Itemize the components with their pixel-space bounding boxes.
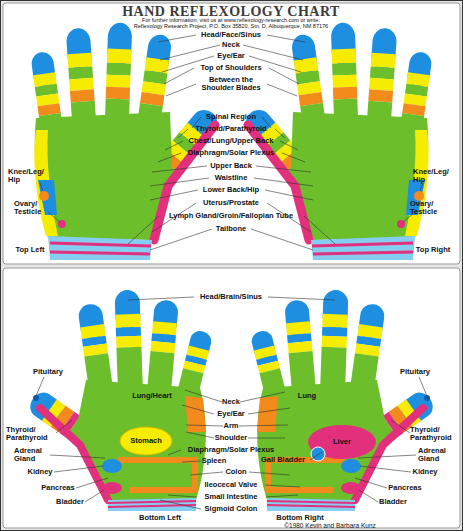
region-label: Chest/Lung/Upper Back [188,137,273,145]
region-label: Spinal Region [206,113,256,121]
hand-palm-mirror [250,290,438,511]
region-label: Eye/Ear [217,52,245,60]
region-label: Top Left [15,246,44,254]
region-label: Thyroid/Parathyroid [195,125,266,133]
region-label: Gall Bladder [261,456,305,464]
index-finger [77,303,113,394]
lymph-band [50,243,151,254]
region-label: Tailbone [216,225,246,233]
leader-lines [36,297,427,509]
region-label: Head/Brain/Sinus [200,293,262,301]
region-label: Uterus/Prostate [203,199,259,207]
region-label: Small Intestine [205,493,258,501]
region-label: Top of Shoulders [200,64,261,72]
region-label: Stomach [130,437,162,445]
kidney-zone [102,459,122,473]
middle-finger [114,290,142,390]
region-label: Bladder [379,498,407,506]
wrist-zone [48,236,152,260]
region-label: Ileocecal Valve [205,481,258,489]
region-label: Lymph Gland/Groin/Fallopian Tube [169,212,293,220]
region-label: Upper Back [210,162,252,170]
spine-band [40,408,108,500]
region-label: Pituitary [400,368,430,376]
region-label: Top Right [416,246,450,254]
region-label: Waistline [215,174,248,182]
region-label: Diaphragm/Solar Plexus [188,446,274,454]
shoulder-zone [185,396,206,432]
region-label: Pancreas [388,484,421,492]
top-panel [3,3,460,264]
region-label: Ovary/ Testicle [14,200,54,216]
wrist-band [108,501,196,507]
gall-bladder-zone [311,447,325,461]
region-label: Kidney [27,468,52,476]
region-label: Arm [223,422,238,430]
region-label: Spleen [202,457,227,465]
region-label: Ovary/ Testicle [410,200,450,216]
region-label: Head/Face/Sinus [201,31,261,39]
region-label: Adrenal Gland [14,447,50,463]
region-label: Lower Back/Hip [203,186,259,194]
hand-palm [26,290,214,511]
region-label: Knee/Leg/ Hip [8,168,50,184]
region-label: Sigmoid Colon [205,505,258,513]
hip-zone [34,130,58,236]
region-label: Neck [222,398,240,406]
region-label: Kidney [412,468,437,476]
bottom-panel [3,268,460,528]
stomach-zone [120,427,172,455]
region-label: Bladder [56,498,84,506]
region-label: Adrenal Gland [418,447,454,463]
bladder-zone [102,482,122,494]
region-label: Colon [225,468,246,476]
region-label: Pituitary [33,368,63,376]
region-label: Lung/Heart [132,392,172,400]
region-label: Pancreas [41,484,74,492]
region-label: Bottom Right [276,514,324,522]
region-label: Lung [298,392,316,400]
region-label: Eye/Ear [217,410,245,418]
region-label: Reflexology Research Project, P.O. Box 3… [134,24,328,30]
region-label: Thyroid/ Parathyroid [6,426,56,442]
region-label: Between the Shoulder Blades [196,76,266,92]
knee-spot [39,191,49,201]
region-label: Liver [333,438,351,446]
region-label: Diaphragm/Solar Plexus [188,149,274,157]
region-label: Neck [222,41,240,49]
region-label: Thyroid/ Parathyroid [410,426,460,442]
region-label: For further information, visit us at www… [142,18,320,24]
region-label: Shoulder [215,434,248,442]
region-label: ©1980 Kevin and Barbara Kunz [284,523,376,530]
colon-zone [118,460,195,490]
region-label: Knee/Leg/ Hip [413,168,455,184]
ring-finger [147,299,179,391]
hand-body [35,112,172,240]
wrist-zone [108,498,196,511]
region-label: Bottom Left [139,514,181,522]
